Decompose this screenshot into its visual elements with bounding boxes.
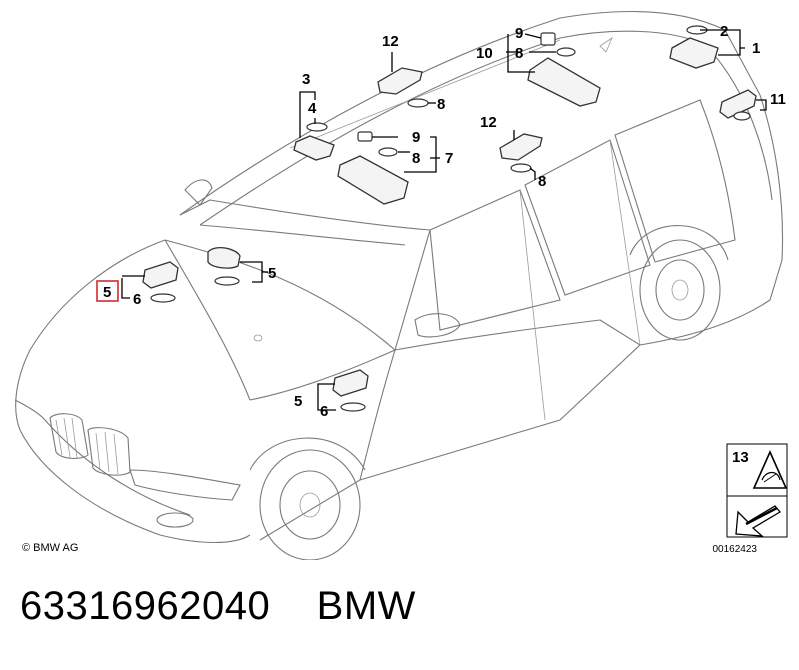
parts-diagram: 1 2 3 4 12 8 9 8 7 9 10 8 11 12 8 5 6 5 …: [14, 11, 788, 560]
callout-8-b: 8: [538, 173, 546, 190]
bulb-12-rear: [510, 163, 532, 173]
callout-11: 11: [770, 91, 786, 108]
roof-light-12-rear: [499, 133, 543, 161]
callout-7: 7: [445, 150, 453, 167]
door-light: [332, 369, 369, 397]
callout-labels: 1 2 3 4 12 8 9 8 7 9 10 8 11 12 8 5 6 5 …: [103, 23, 786, 420]
callout-12-rear: 12: [480, 114, 497, 131]
callout-13: 13: [732, 449, 749, 466]
highlight-box: [96, 280, 119, 302]
part-number: 63316962040: [20, 584, 271, 628]
roof-console-7: [337, 155, 409, 205]
copyright-text: © BMW AG: [22, 542, 79, 554]
part-footer: 63316962040 BMW: [20, 584, 416, 629]
bulb-left: [150, 293, 176, 303]
callout-8-front: 8: [412, 150, 420, 167]
callout-3: 3: [302, 71, 310, 88]
callout-2: 2: [720, 23, 728, 40]
car-outline: [14, 11, 784, 560]
bulb-door: [340, 402, 366, 412]
callout-5-mid: 5: [268, 265, 276, 282]
callout-4: 4: [308, 100, 317, 117]
roof-console-10: [527, 57, 601, 107]
socket-7-9: [357, 131, 373, 142]
callout-5-door: 5: [294, 393, 302, 410]
reading-light-front: [293, 135, 335, 161]
callout-6-door: 6: [320, 403, 328, 420]
callout-12-front: 12: [382, 33, 399, 50]
callout-6-left: 6: [133, 291, 141, 308]
rear-light-1: [669, 37, 719, 69]
bulb-11: [733, 111, 751, 121]
callout-9-front: 9: [412, 129, 420, 146]
brand-name: BMW: [316, 584, 416, 628]
bulb-10-8: [556, 47, 576, 57]
callout-1: 1: [752, 40, 760, 57]
callout-10: 10: [476, 45, 493, 62]
interior-light-left: [142, 261, 179, 289]
interior-light-mid: [207, 246, 241, 269]
bulb-7-8: [378, 147, 398, 157]
bulb-3-4: [306, 122, 328, 132]
leader-lines: [121, 29, 767, 411]
parts: [142, 25, 757, 412]
roof-light-12-front: [377, 67, 423, 95]
callout-8-a: 8: [437, 96, 445, 113]
bulb-mid: [214, 276, 240, 286]
catalog-number: 00162423: [712, 544, 758, 555]
callout-9-top: 9: [515, 25, 523, 42]
socket-10-9: [540, 32, 556, 46]
tailgate-light-11: [719, 89, 757, 119]
legend-13: 13: [726, 443, 788, 538]
callout-5-left: 5: [103, 284, 111, 301]
bulb-12-front: [407, 98, 429, 108]
callout-8-top: 8: [515, 45, 523, 62]
